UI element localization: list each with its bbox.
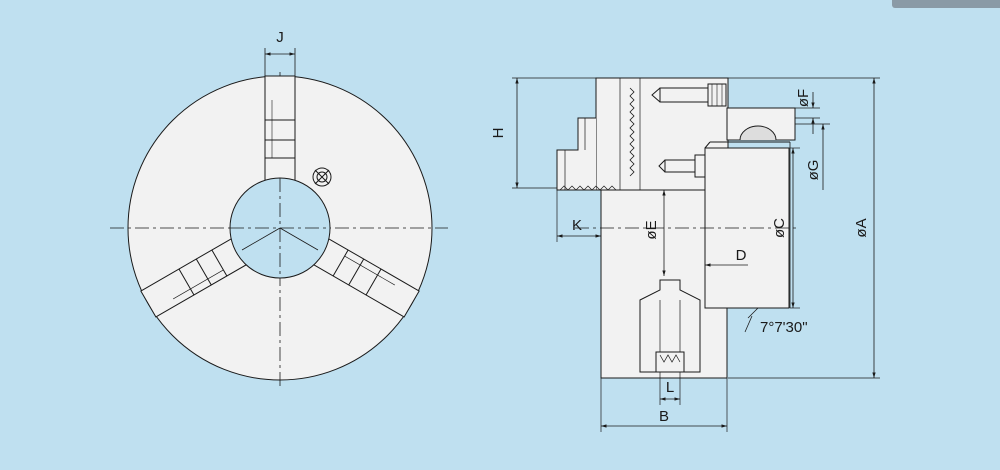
label-K: K [572,217,582,234]
label-dia-E: øE [643,220,660,239]
dim-B [600,378,728,432]
key-socket [312,167,332,187]
dim-C [790,147,800,309]
dim-L [659,372,681,405]
label-dia-G: øG [805,160,822,181]
dim-K [556,190,602,242]
corner-tab [892,0,1000,8]
jaw-steps [556,78,597,191]
label-L: L [666,379,674,396]
dim-J [264,48,296,80]
label-angle: 7°7'30" [760,319,808,336]
jaw-serrations [629,87,635,177]
label-H: H [490,128,507,139]
pinion-detail [639,279,701,373]
label-B: B [659,408,669,425]
dim-A [728,77,880,379]
label-dia-F: øF [795,89,812,107]
taper-angle-leader [744,307,759,333]
rear-boss [726,107,796,141]
dim-F [795,92,820,134]
label-J: J [276,29,284,46]
front-view [110,48,448,388]
label-dia-A: øA [853,218,870,237]
label-dia-C: øC [771,218,788,238]
jaw-right [304,233,420,318]
label-D: D [736,247,747,264]
side-view [512,77,880,432]
upper-screw [651,83,727,107]
dim-G [795,123,830,190]
jaw-top [264,75,296,191]
dim-H [512,77,596,189]
